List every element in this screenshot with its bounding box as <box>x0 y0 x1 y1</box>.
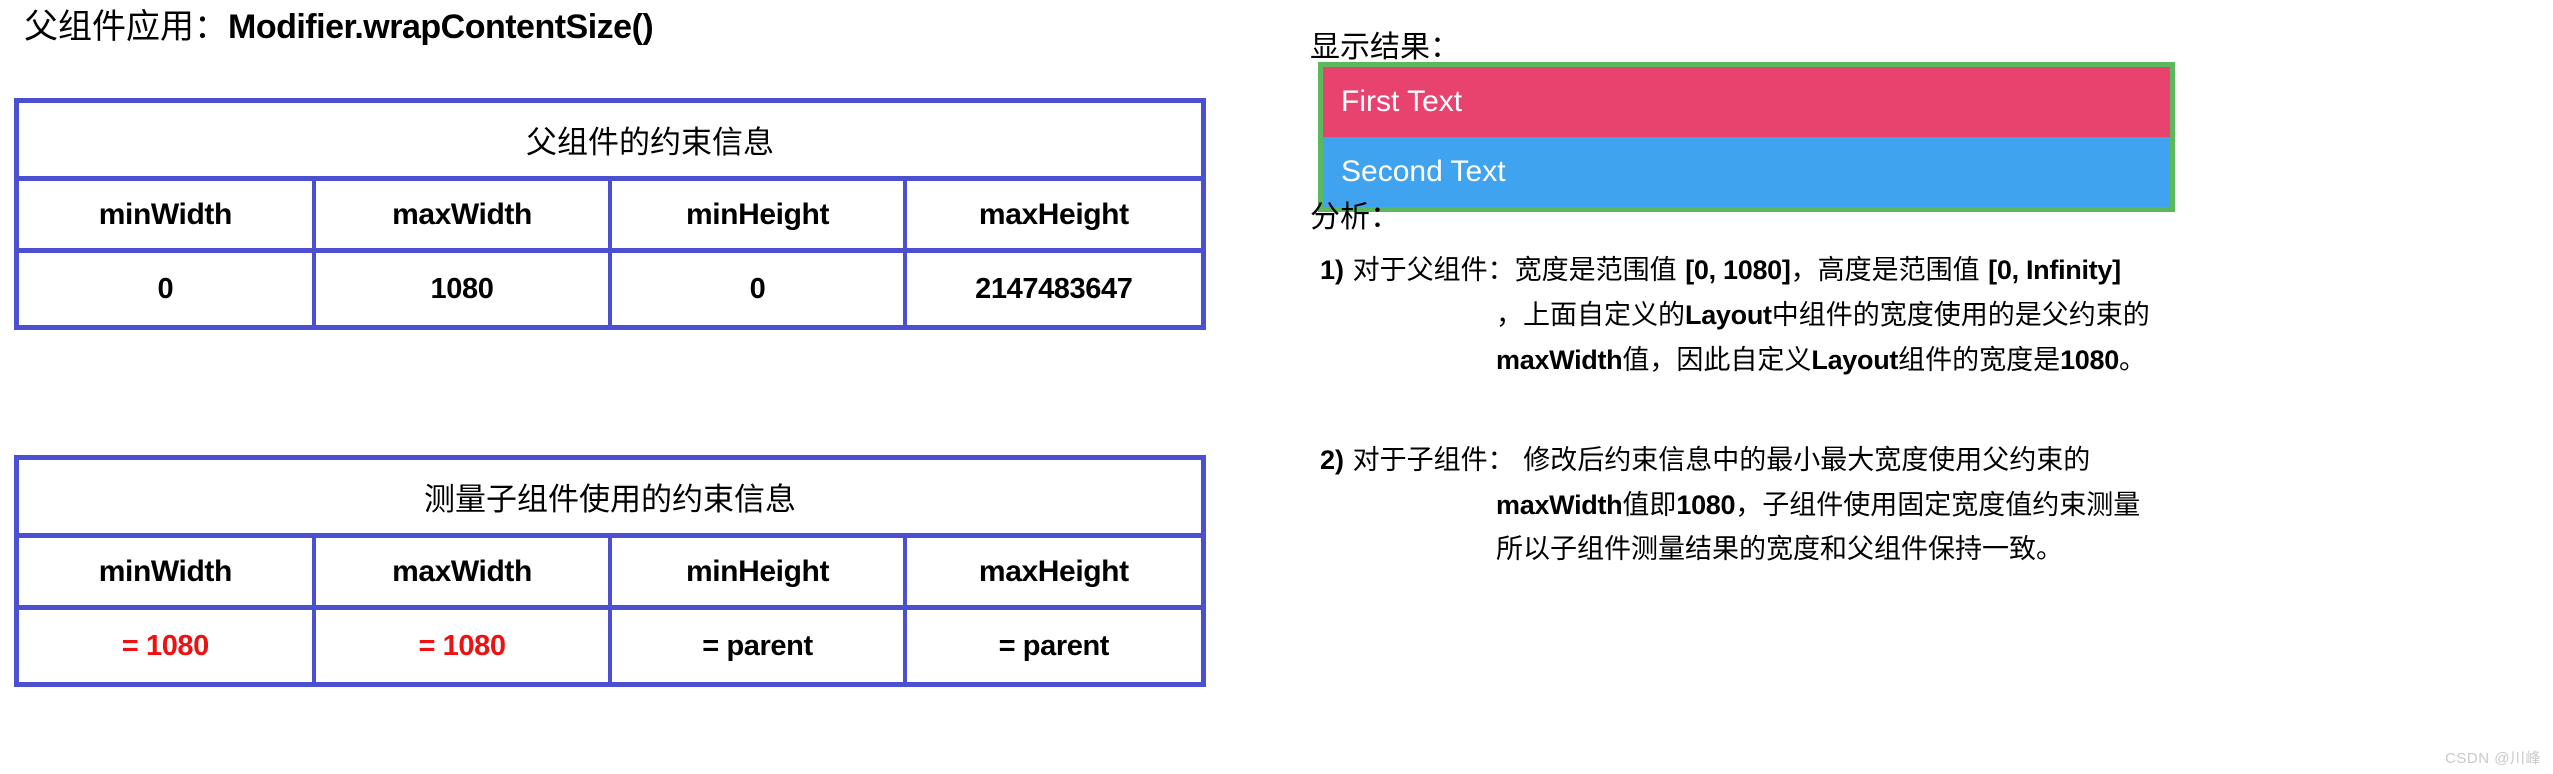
table-header-row: minWidth maxWidth minHeight maxHeight <box>19 538 1201 610</box>
value-maxheight: 2147483647 <box>975 272 1133 305</box>
table-caption-row: 测量子组件使用的约束信息 <box>19 460 1201 538</box>
column-header-maxheight: maxHeight <box>978 197 1129 231</box>
analysis-item-1-line-1: 1) 对于父组件：宽度是范围值 [0, 1080]，高度是范围值 [0, Inf… <box>1320 248 2553 293</box>
analysis-item-1-number: 1) <box>1320 255 1345 285</box>
column-header-minwidth: minWidth <box>19 538 316 605</box>
preview-row-second: Second Text <box>1323 137 2170 207</box>
parent-constraints-table: 父组件的约束信息 minWidth maxWidth minHeight max… <box>14 98 1206 330</box>
table-caption: 父组件的约束信息 <box>526 125 774 161</box>
table-caption-row: 父组件的约束信息 <box>19 103 1201 181</box>
column-header-minheight: minHeight <box>612 538 907 605</box>
value-maxwidth: 1080 <box>316 253 613 325</box>
analysis-item-2-number: 2) <box>1320 445 1345 475</box>
preview-text-first: First Text <box>1341 85 1463 118</box>
table-row: 0 1080 0 2147483647 <box>19 253 1201 325</box>
value-minwidth: 0 <box>19 253 316 325</box>
child-constraints-table: 测量子组件使用的约束信息 minWidth maxWidth minHeight… <box>14 455 1206 687</box>
analysis-item-1: 1) 对于父组件：宽度是范围值 [0, 1080]，高度是范围值 [0, Inf… <box>1320 248 2553 383</box>
value-maxwidth: = 1080 <box>316 610 613 682</box>
column-header-maxwidth: maxWidth <box>316 181 613 248</box>
analysis-item-1-line-2: ，上面自定义的Layout中组件的宽度使用的是父约束的 <box>1496 300 2150 331</box>
value-maxheight: = parent <box>998 629 1110 662</box>
table-caption: 测量子组件使用的约束信息 <box>424 482 796 518</box>
preview-text-second: Second Text <box>1341 155 1506 188</box>
analysis-section-label: 分析： <box>1310 200 1400 235</box>
analysis-item-2-line-1: 2) 对于子组件： 修改后约束信息中的最小最大宽度使用父约束的 <box>1320 438 2553 483</box>
table-header-row: minWidth maxWidth minHeight maxHeight <box>19 181 1201 253</box>
page-title-code: Modifier.wrapContentSize() <box>228 8 654 46</box>
analysis-item-1-line-3: maxWidth值，因此自定义Layout组件的宽度是1080。 <box>1496 345 2146 376</box>
column-header-minwidth: minWidth <box>19 181 316 248</box>
right-column: 显示结果： First Text Second Text 分析： 1) 对于父组… <box>1300 0 2553 774</box>
preview-row-first: First Text <box>1323 67 2170 137</box>
analysis-item-2-line-2: maxWidth值即1080，子组件使用固定宽度值约束测量 <box>1496 490 2141 521</box>
column-header-maxwidth: maxWidth <box>316 538 613 605</box>
column-header-maxheight: maxHeight <box>978 554 1129 588</box>
analysis-item-2-line-1-text: 对于子组件： 修改后约束信息中的最小最大宽度使用父约束的 <box>1352 445 2091 476</box>
page-title: 父组件应用：Modifier.wrapContentSize() <box>24 6 654 48</box>
value-minheight: = parent <box>612 610 907 682</box>
page-title-cn: 父组件应用： <box>24 7 228 47</box>
value-minwidth: = 1080 <box>19 610 316 682</box>
result-section-label: 显示结果： <box>1310 30 1460 65</box>
analysis-item-1-line-1-text: 对于父组件：宽度是范围值 [0, 1080]，高度是范围值 [0, Infini… <box>1352 255 2121 286</box>
csdn-watermark: CSDN @川峰 <box>2445 750 2541 767</box>
render-preview: First Text Second Text <box>1318 62 2175 212</box>
column-header-minheight: minHeight <box>612 181 907 248</box>
analysis-item-2: 2) 对于子组件： 修改后约束信息中的最小最大宽度使用父约束的 maxWidth… <box>1320 438 2553 572</box>
left-column: 父组件应用：Modifier.wrapContentSize() 父组件的约束信… <box>0 0 1260 774</box>
analysis-item-2-line-3: 所以子组件测量结果的宽度和父组件保持一致。 <box>1496 534 2063 565</box>
table-row: = 1080 = 1080 = parent = parent <box>19 610 1201 682</box>
value-minheight: 0 <box>612 253 907 325</box>
